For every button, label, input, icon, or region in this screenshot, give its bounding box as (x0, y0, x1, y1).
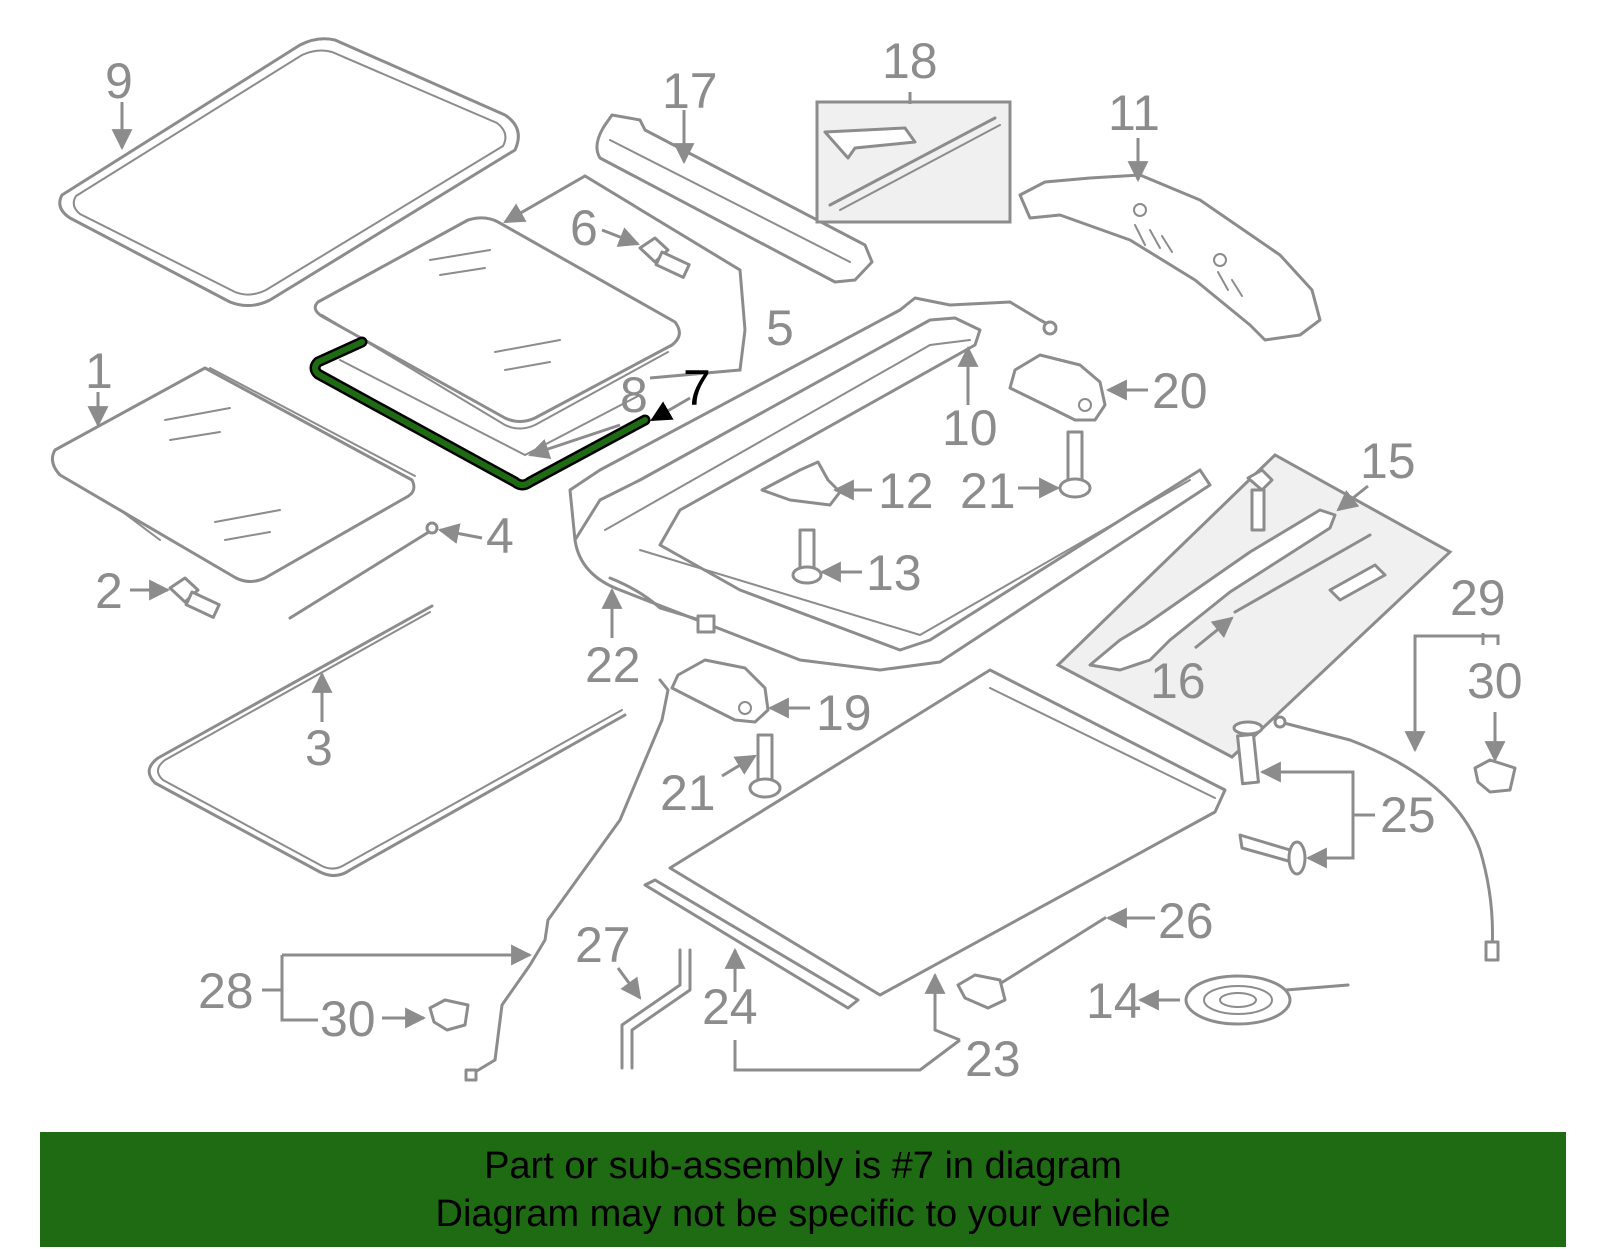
part-14-damper (1184, 974, 1350, 1026)
callout-17: 17 (662, 63, 718, 119)
callout-26: 26 (1158, 893, 1214, 949)
part-21-stud-lower (748, 733, 782, 799)
part-13-screw (791, 528, 823, 585)
part-10-frame (568, 296, 1212, 672)
callout-10: 10 (942, 400, 998, 456)
part-28-drain-hose (464, 678, 670, 1082)
part-5-rear-glass (313, 216, 681, 457)
callout-3: 3 (305, 720, 333, 776)
callout-15: 15 (1360, 433, 1416, 489)
part-4-deflector (288, 521, 439, 620)
callout-12: 12 (878, 463, 934, 519)
callout-4: 4 (486, 508, 514, 564)
part-3-seal (147, 604, 627, 877)
callout-21-upper: 21 (960, 463, 1016, 519)
part-18-kit-box (815, 100, 1012, 224)
callout-25: 25 (1380, 787, 1436, 843)
part-11-bracket (1018, 173, 1322, 342)
part-6-bolt (638, 236, 691, 279)
callout-labels: 9 1 2 3 4 6 5 8 7 17 18 11 10 20 12 21 1… (85, 33, 1523, 1087)
part-23-sunshade (668, 668, 1227, 997)
callout-23: 23 (965, 1031, 1021, 1087)
callout-28: 28 (198, 963, 254, 1019)
banner-line-2: Diagram may not be specific to your vehi… (435, 1192, 1171, 1235)
callout-29: 29 (1450, 570, 1506, 626)
callout-6: 6 (570, 200, 598, 256)
part-21-stud-upper (1058, 430, 1092, 499)
callout-22: 22 (585, 637, 641, 693)
callout-27: 27 (575, 917, 631, 973)
callout-16: 16 (1150, 653, 1206, 709)
callout-18: 18 (882, 33, 938, 89)
part-info-banner: Part or sub-assembly is #7 in diagram Di… (40, 1132, 1566, 1247)
part-7-seal-highlighted (309, 336, 651, 491)
part-17-deflector-bar (595, 113, 874, 284)
banner-line-1: Part or sub-assembly is #7 in diagram (484, 1144, 1122, 1187)
callout-11: 11 (1108, 85, 1160, 141)
leader-lines (87, 92, 1506, 1072)
part-29-drain-hose (1273, 715, 1500, 962)
part-15-guide-kit (1055, 453, 1453, 759)
part-22-harness (608, 576, 716, 634)
callout-9: 9 (105, 53, 133, 109)
callout-30-right: 30 (1467, 653, 1523, 709)
callout-7: 7 (683, 360, 711, 416)
callout-21-lower: 21 (660, 765, 716, 821)
callout-19: 19 (816, 685, 872, 741)
part-12-clip (760, 460, 842, 507)
part-30-clip-right (1473, 758, 1517, 794)
callout-8: 8 (620, 367, 648, 423)
part-30-clip-left (428, 998, 470, 1032)
callout-13: 13 (866, 545, 922, 601)
callout-5: 5 (766, 300, 794, 356)
part-20-motor (1008, 353, 1107, 422)
callout-14: 14 (1086, 973, 1142, 1029)
callout-1: 1 (85, 343, 113, 399)
callout-20: 20 (1152, 363, 1208, 419)
part-2-bolt (168, 576, 221, 619)
part-26-rod (956, 916, 1107, 1010)
part-1-front-glass (50, 366, 416, 583)
part-19-motor (670, 658, 770, 724)
part-25-pins (1232, 720, 1307, 876)
callout-24: 24 (702, 979, 758, 1035)
part-24-shade-bar (643, 878, 860, 1010)
part-9-glass-seal (58, 37, 520, 307)
callout-2: 2 (95, 563, 123, 619)
callout-30-left: 30 (320, 991, 376, 1047)
part-27-hose (620, 948, 692, 1070)
